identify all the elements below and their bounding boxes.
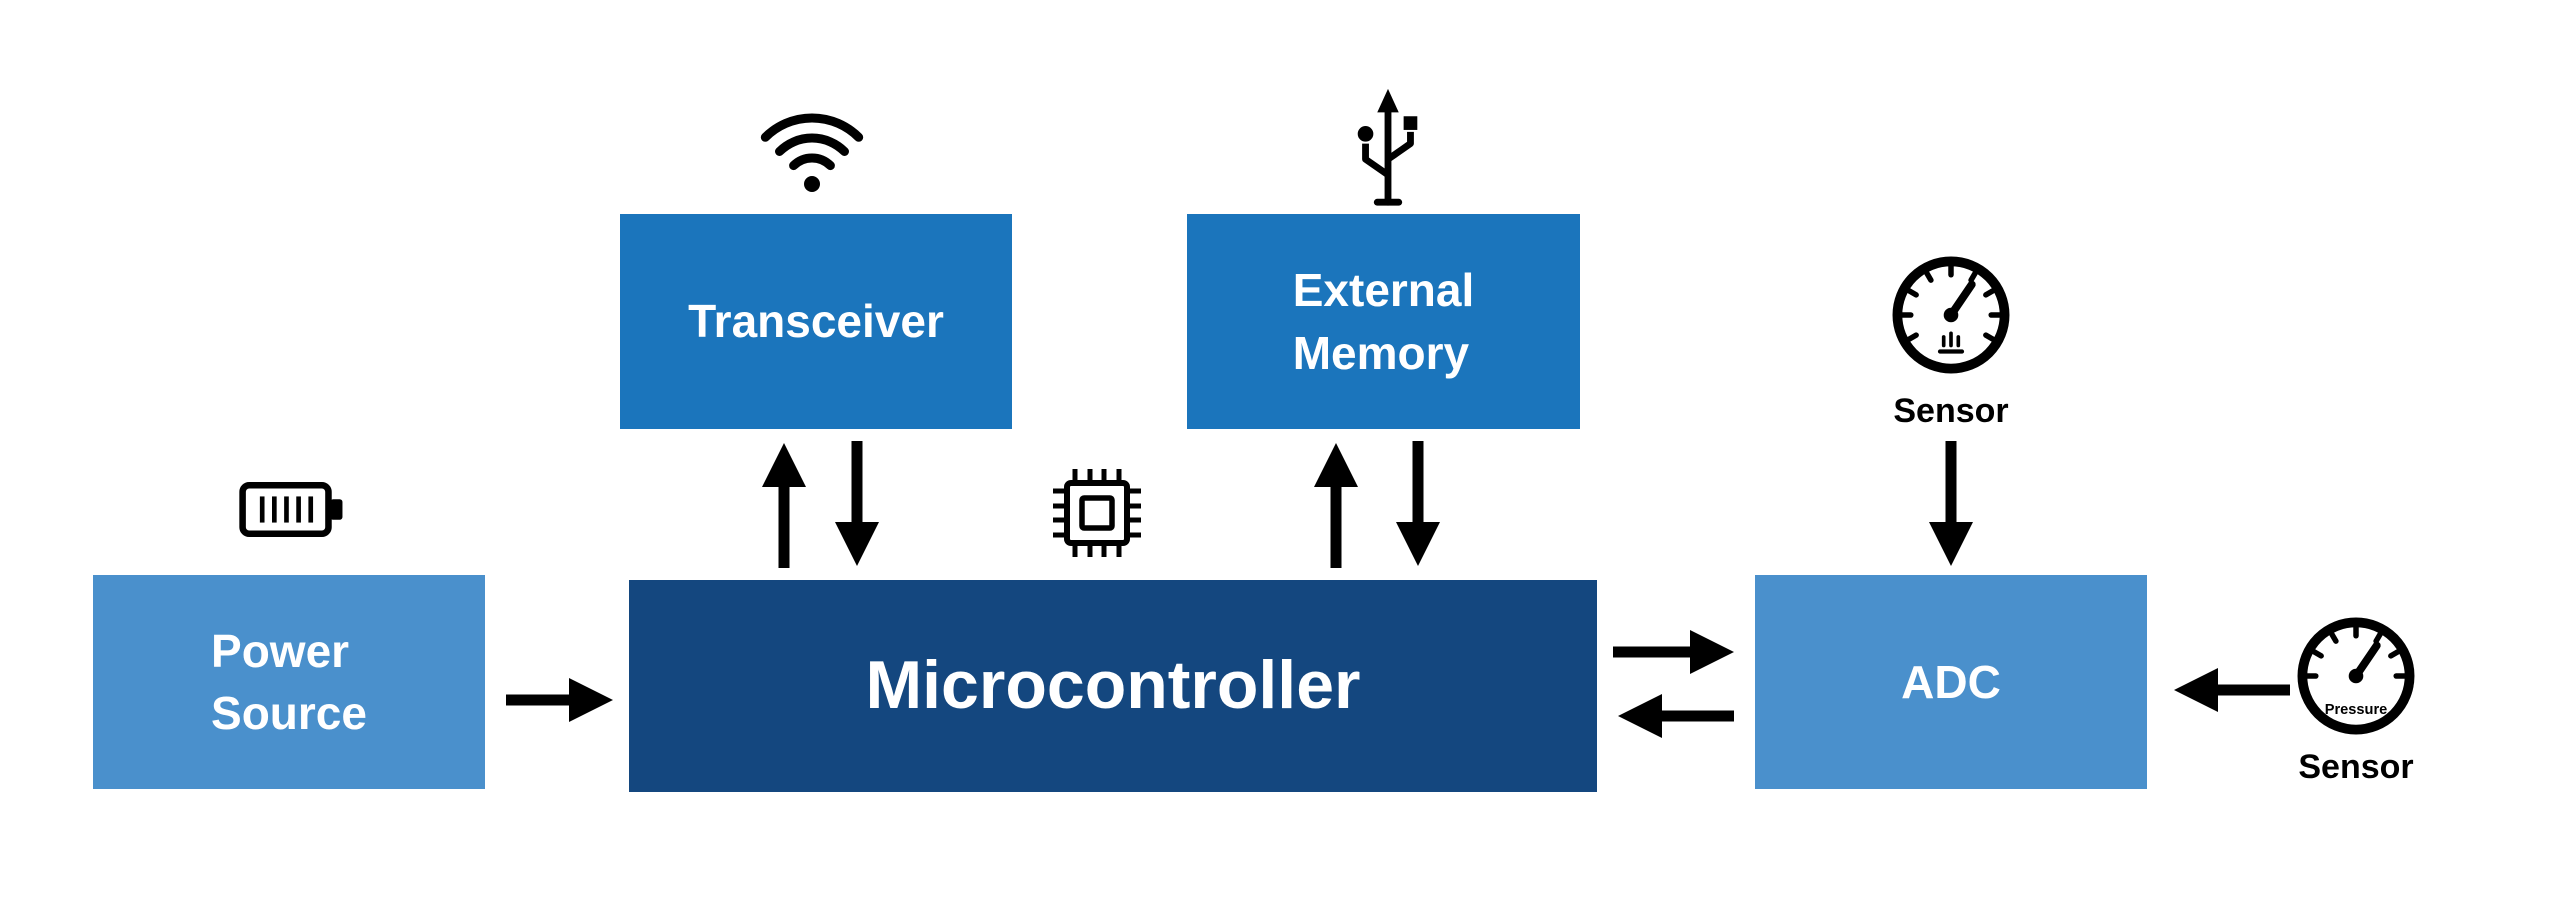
transceiver-block: Transceiver	[620, 214, 1012, 429]
adc-label: ADC	[1901, 655, 2001, 708]
battery-icon	[239, 481, 343, 538]
usb-icon	[1357, 88, 1418, 206]
power-source-block: Power Source	[93, 575, 485, 789]
sensor-right-label: Sensor	[2298, 748, 2414, 786]
wifi-icon	[760, 113, 864, 192]
chip-icon	[1053, 469, 1141, 557]
transceiver-label: Transceiver	[688, 295, 944, 348]
microcontroller-block: Microcontroller	[629, 580, 1597, 792]
external-memory-label: External Memory	[1292, 264, 1475, 379]
adc-block: ADC	[1755, 575, 2147, 789]
power-source-label: Power Source	[211, 624, 367, 739]
pressure-gauge-text: Pressure	[2325, 702, 2388, 718]
pressure-gauge-icon: Pressure	[2297, 617, 2415, 735]
gauge-sensor-icon	[1892, 256, 2010, 374]
external-memory-block: External Memory	[1187, 214, 1580, 429]
microcontroller-label: Microcontroller	[865, 647, 1361, 724]
sensor-top-label: Sensor	[1893, 392, 2009, 430]
